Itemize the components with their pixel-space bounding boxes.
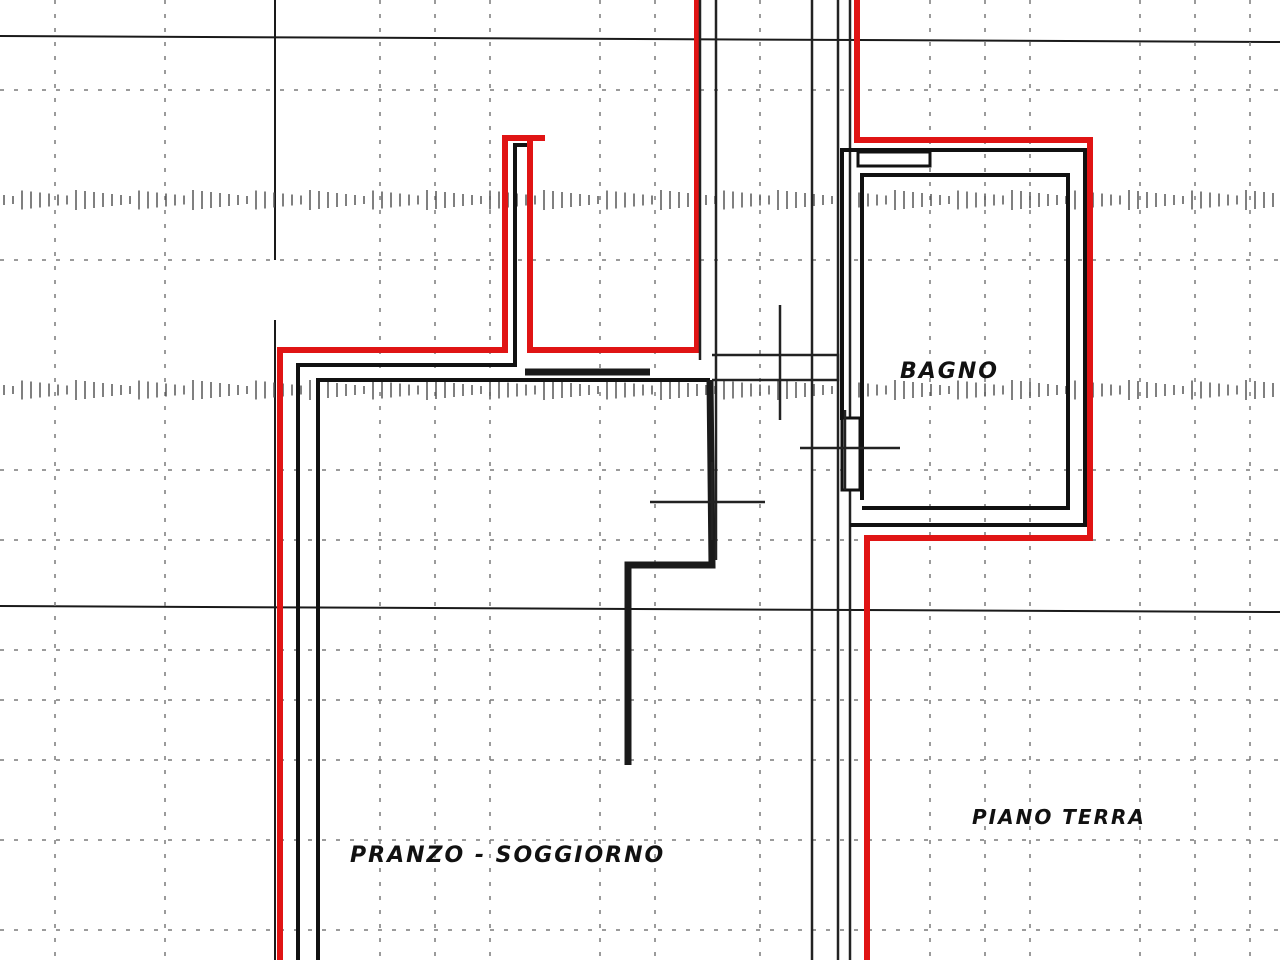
room-label-living: PRANZO - SOGGIORNO	[350, 843, 665, 868]
cross-markers	[650, 305, 900, 540]
room-label-bath: BAGNO	[900, 359, 999, 384]
perimeter-wall-chimney	[527, 0, 700, 353]
perimeter-wall-bath	[854, 0, 1093, 960]
perimeter-wall-left	[277, 135, 545, 960]
inner-wall-living-right	[316, 378, 710, 960]
grid-line-major	[0, 605, 1280, 613]
bath-wall-outer	[840, 148, 1087, 527]
grid-hatch-bands	[3, 190, 1274, 400]
floor-label: PIANO TERRA	[972, 805, 1146, 829]
bath-door-jamb	[840, 416, 862, 492]
lintel-beam	[712, 353, 840, 382]
inner-wall-living	[296, 143, 527, 960]
bath-wall-inner	[860, 173, 1070, 510]
bath-window	[856, 150, 932, 168]
grid-line-major	[0, 35, 1280, 43]
